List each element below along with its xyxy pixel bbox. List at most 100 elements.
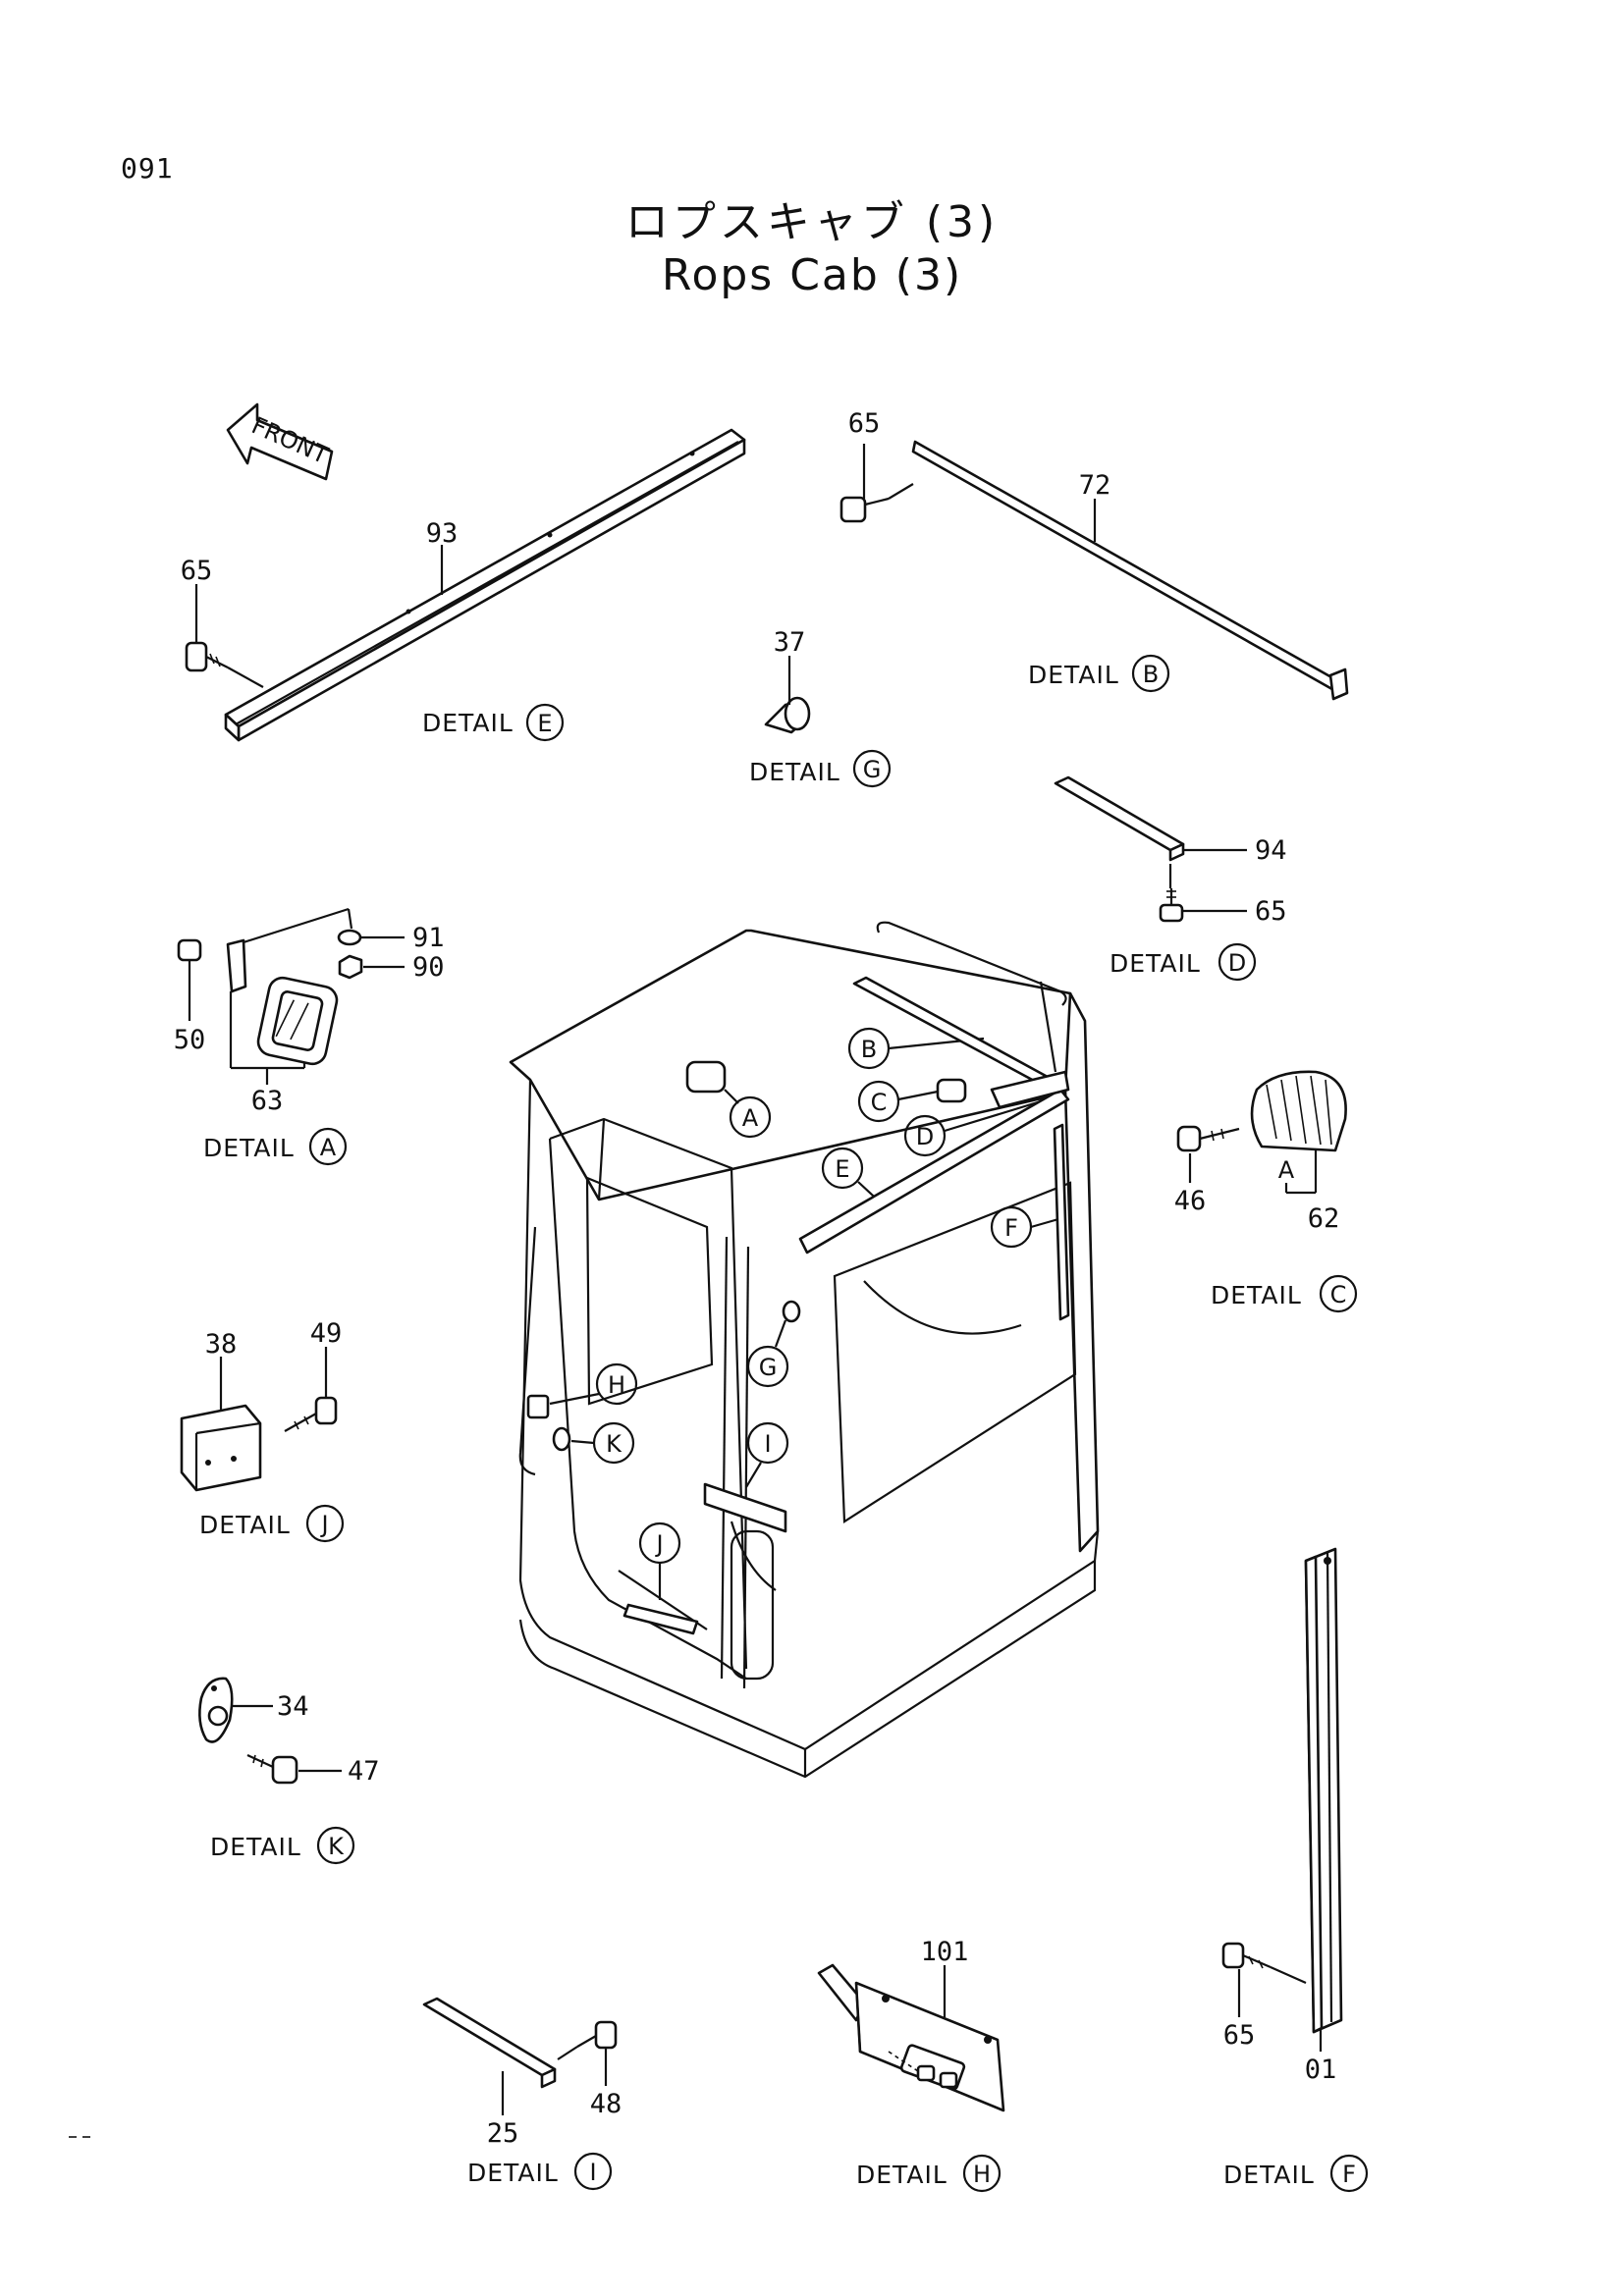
washer-icon [337,929,362,946]
detail-id: F [1342,2161,1356,2188]
striker-plate-icon [198,1677,234,1743]
detail-circle [525,703,565,742]
page-number: 091 [121,152,174,185]
svg-text:D: D [916,1123,934,1150]
detail-id: I [589,2159,596,2186]
part-number: 62 [1308,1203,1340,1234]
part-number: 01 [1305,2055,1337,2085]
detail-j-group: 38 49 DETAIL J [180,1318,345,1543]
part-number: 94 [1255,835,1287,866]
svg-text:C: C [871,1089,888,1116]
part-number: 38 [205,1329,238,1360]
detail-id: A [320,1134,337,1161]
part-number: 65 [1223,2020,1256,2051]
detail-circle [305,1504,345,1543]
bolt-icon [1176,1125,1240,1152]
bolt-icon [284,1396,338,1432]
part-number: 37 [774,627,806,658]
door-lock-icon [817,1963,1005,2112]
svg-text:K: K [606,1430,623,1458]
detail-a-group: 50 63 91 90 DETAIL A [174,907,445,1166]
detail-circle [1319,1274,1358,1313]
detail-circle [1218,942,1257,982]
detail-label: DETAIL [199,1511,291,1539]
callout-marker: F [990,1123,1070,1321]
detail-label: DETAIL [210,1833,301,1861]
part-number: 63 [251,1086,284,1116]
svg-text:B: B [861,1036,877,1063]
detail-circle [962,2154,1001,2193]
bolt-icon [576,2020,618,2050]
part-number: 25 [487,2118,519,2149]
detail-id: B [1143,661,1159,688]
front-arrow: FRONT [226,402,334,481]
detail-label: DETAIL [856,2161,947,2189]
part-number: 65 [181,556,213,586]
detail-label: DETAIL [749,758,840,786]
detail-i-group: 25 48 DETAIL I [422,1997,623,2191]
detail-id: H [973,2161,991,2188]
bolt-icon [185,641,229,672]
detail-f-group: 01 65 DETAIL F [1221,1547,1369,2193]
detail-label: DETAIL [203,1134,295,1162]
svg-text:J: J [654,1530,663,1558]
svg-text:F: F [1004,1214,1018,1242]
detail-circle [573,2152,613,2191]
part-number: 93 [426,518,459,549]
detail-b-group: 72 65 DETAIL B [839,408,1349,701]
detail-id: D [1228,949,1246,977]
detail-label: DETAIL [1110,949,1201,978]
callout-marker: K [552,1421,635,1465]
callout-marker: A [685,1060,772,1139]
callout-marker: G [746,1300,801,1388]
callout-marker: D [903,1099,1042,1157]
part-number: 72 [1079,470,1111,501]
sub-label: A [1278,1156,1295,1184]
part-number: 46 [1174,1186,1207,1216]
detail-id: G [863,756,882,783]
part-number: 49 [310,1318,343,1349]
svg-text:G: G [759,1354,778,1381]
detail-id: C [1330,1281,1347,1308]
part-number: 101 [921,1937,969,1967]
detail-e-group: 93 65 DETAIL E [181,428,746,742]
svg-text:H: H [608,1371,625,1399]
callout-marker: H [526,1362,638,1419]
detail-id: E [537,710,552,737]
svg-text:I: I [764,1430,771,1458]
bolt-icon [177,938,202,1021]
work-lamp-icon [256,976,339,1066]
bolt-icon [246,1754,298,1785]
detail-circle [852,749,892,788]
bolt-icon [1159,888,1184,923]
detail-circle [308,1127,348,1166]
detail-label: DETAIL [467,2159,559,2187]
title-japanese: ロプスキャブ (3) [624,197,1000,247]
detail-h-group: 101 DETAIL H [817,1937,1005,2193]
callout-marker: J [623,1522,699,1635]
detail-label: DETAIL [422,709,514,737]
part-number: 90 [412,952,445,983]
guard-icon [1250,1070,1347,1152]
part-number: 65 [848,408,881,439]
cover-block-icon [180,1404,262,1492]
part-number: 47 [348,1756,380,1787]
callout-marker: C [857,1078,967,1123]
detail-circle [316,1826,355,1865]
part-number: 48 [590,2089,623,2119]
detail-k-group: 34 47 DETAIL K [198,1677,380,1865]
detail-label: DETAIL [1028,661,1119,689]
svg-text:E: E [835,1155,849,1183]
nut-icon [338,954,363,980]
bolt-icon [1221,1942,1272,1969]
title-english: Rops Cab (3) [661,250,963,300]
detail-d-group: 94 65 DETAIL D [1054,775,1287,982]
detail-circle [1131,654,1170,693]
detail-g-group: 37 DETAIL G [749,627,892,788]
svg-text:A: A [742,1104,759,1132]
part-number: 50 [174,1025,206,1055]
detail-id: K [328,1833,345,1860]
detail-circle [1329,2154,1369,2193]
detail-label: DETAIL [1211,1281,1302,1309]
